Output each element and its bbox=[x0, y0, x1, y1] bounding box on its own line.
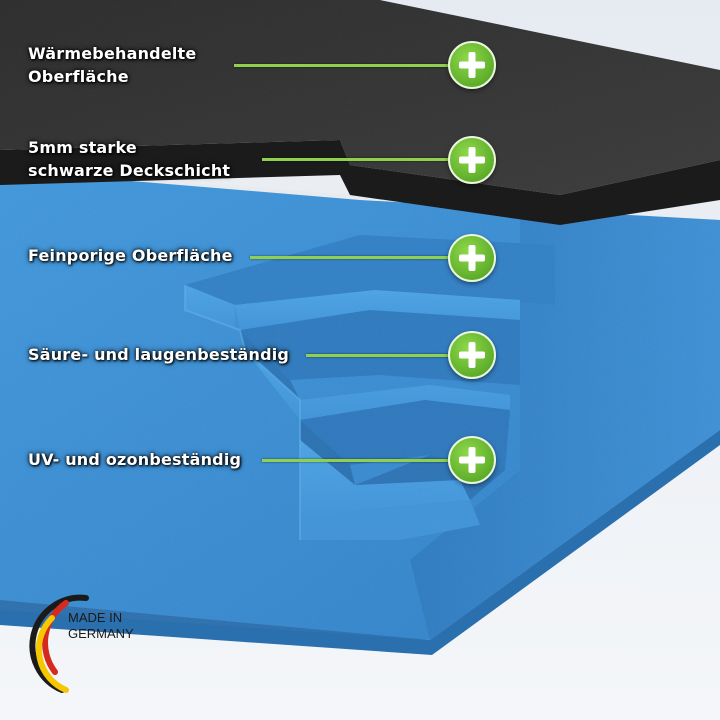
feature-uv-ozone-resistant: UV- und ozonbeständig bbox=[0, 436, 720, 496]
callout-line bbox=[262, 459, 450, 462]
badge-line-1: MADE IN bbox=[68, 610, 123, 625]
badge-line-2: GERMANY bbox=[68, 626, 134, 641]
plus-icon bbox=[448, 136, 496, 184]
badge-text: MADE IN GERMANY bbox=[68, 610, 134, 642]
made-in-germany-badge: MADE IN GERMANY bbox=[34, 592, 134, 682]
feature-label: Wärmebehandelte Oberfläche bbox=[28, 42, 196, 88]
callout-line bbox=[306, 354, 450, 357]
feature-label: 5mm starke schwarze Deckschicht bbox=[28, 136, 230, 182]
feature-acid-alkali-resistant: Säure- und laugenbeständig bbox=[0, 330, 720, 390]
feature-text: UV- und ozonbeständig bbox=[28, 450, 242, 469]
plus-icon bbox=[448, 234, 496, 282]
germany-flag-icon bbox=[29, 594, 89, 693]
plus-icon bbox=[448, 436, 496, 484]
feature-text: Wärmebehandelte Oberfläche bbox=[28, 44, 197, 86]
callout-line bbox=[250, 256, 450, 259]
plus-icon bbox=[448, 331, 496, 379]
feature-text: 5mm starke schwarze Deckschicht bbox=[28, 138, 231, 180]
plus-icon bbox=[448, 41, 496, 89]
feature-black-top-layer: 5mm starke schwarze Deckschicht bbox=[0, 136, 720, 196]
feature-text: Säure- und laugenbeständig bbox=[28, 345, 290, 364]
feature-label: UV- und ozonbeständig bbox=[28, 448, 241, 471]
feature-heat-treated: Wärmebehandelte Oberfläche bbox=[0, 38, 720, 98]
feature-label: Feinporige Oberfläche bbox=[28, 244, 233, 267]
callout-line bbox=[262, 158, 450, 161]
callout-line bbox=[234, 64, 450, 67]
feature-text: Feinporige Oberfläche bbox=[28, 246, 233, 265]
feature-label: Säure- und laugenbeständig bbox=[28, 343, 289, 366]
feature-fine-pore: Feinporige Oberfläche bbox=[0, 232, 720, 292]
